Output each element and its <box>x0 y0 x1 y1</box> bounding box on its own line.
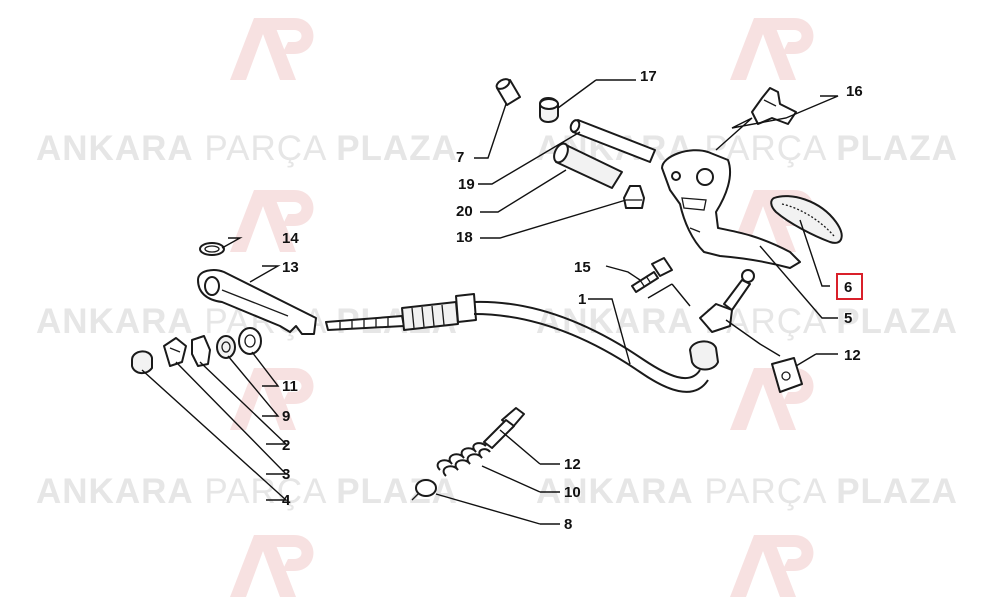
part-5-pedal-arm[interactable] <box>661 149 801 269</box>
watermark-row: ANKARA PARÇA PLAZA <box>36 129 458 168</box>
watermark-text: ANKARA PARÇA PLAZA ANKARA PARÇA PLAZA AN… <box>36 129 958 511</box>
part-6-pedal-pad[interactable] <box>770 195 843 244</box>
watermark-logo-icon <box>730 535 814 597</box>
part-13-lever[interactable] <box>197 269 317 335</box>
part-19-rod[interactable] <box>569 119 656 163</box>
part-9-bushing[interactable] <box>216 335 236 359</box>
callout-8: 8 <box>564 516 572 533</box>
part-16-clip[interactable] <box>751 87 797 125</box>
callout-10: 10 <box>564 484 581 501</box>
callout-7: 7 <box>456 149 464 166</box>
callout-1: 1 <box>578 291 586 308</box>
watermark-row: ANKARA PARÇA PLAZA <box>36 472 458 511</box>
callout-11: 11 <box>282 378 298 395</box>
watermark-logo-icon <box>230 18 314 80</box>
callout-13: 13 <box>282 259 299 276</box>
part-7-pin[interactable] <box>495 77 521 106</box>
callout-19: 19 <box>458 176 475 193</box>
callout-labels: 7 19 20 18 17 16 14 13 15 1 6 5 12 11 9 … <box>282 68 863 533</box>
watermark-logo-icon <box>230 368 314 430</box>
callout-9: 9 <box>282 408 290 425</box>
part-15-bolt[interactable] <box>631 257 673 293</box>
callout-17: 17 <box>640 68 657 85</box>
part-11-washer[interactable] <box>238 327 262 355</box>
part-1-cable[interactable] <box>325 269 755 393</box>
part-8-disc[interactable] <box>411 479 437 501</box>
callout-3: 3 <box>282 466 290 483</box>
callout-5: 5 <box>844 310 852 327</box>
callout-6: 6 <box>844 279 852 296</box>
leader-lines <box>141 79 839 525</box>
part-18-stop[interactable] <box>623 185 645 209</box>
part-10-spring[interactable] <box>436 442 491 477</box>
watermark-logo-icon <box>730 18 814 80</box>
part-12-plate[interactable] <box>771 357 803 393</box>
watermark-logo-icon <box>230 190 314 252</box>
watermark-row: ANKARA PARÇA PLAZA <box>536 472 958 511</box>
part-12-pin[interactable] <box>483 407 525 449</box>
part-4-cap[interactable] <box>131 350 153 374</box>
part-17-bushing[interactable] <box>539 97 559 123</box>
callout-16: 16 <box>846 83 863 100</box>
part-14-ring[interactable] <box>199 242 225 256</box>
callout-20: 20 <box>456 203 473 220</box>
part-3-spring-clip[interactable] <box>163 337 187 367</box>
callout-4: 4 <box>282 492 291 509</box>
callout-18: 18 <box>456 229 473 246</box>
part-2-clip[interactable] <box>191 335 211 367</box>
callout-12-upper: 12 <box>844 347 861 364</box>
callout-15: 15 <box>574 259 591 276</box>
callout-2: 2 <box>282 437 290 454</box>
callout-14: 14 <box>282 230 299 247</box>
watermark-logo-icon <box>230 535 314 597</box>
callout-12-lower: 12 <box>564 456 581 473</box>
callout-6-highlight <box>836 273 863 300</box>
part-20-sleeve[interactable] <box>551 141 623 189</box>
